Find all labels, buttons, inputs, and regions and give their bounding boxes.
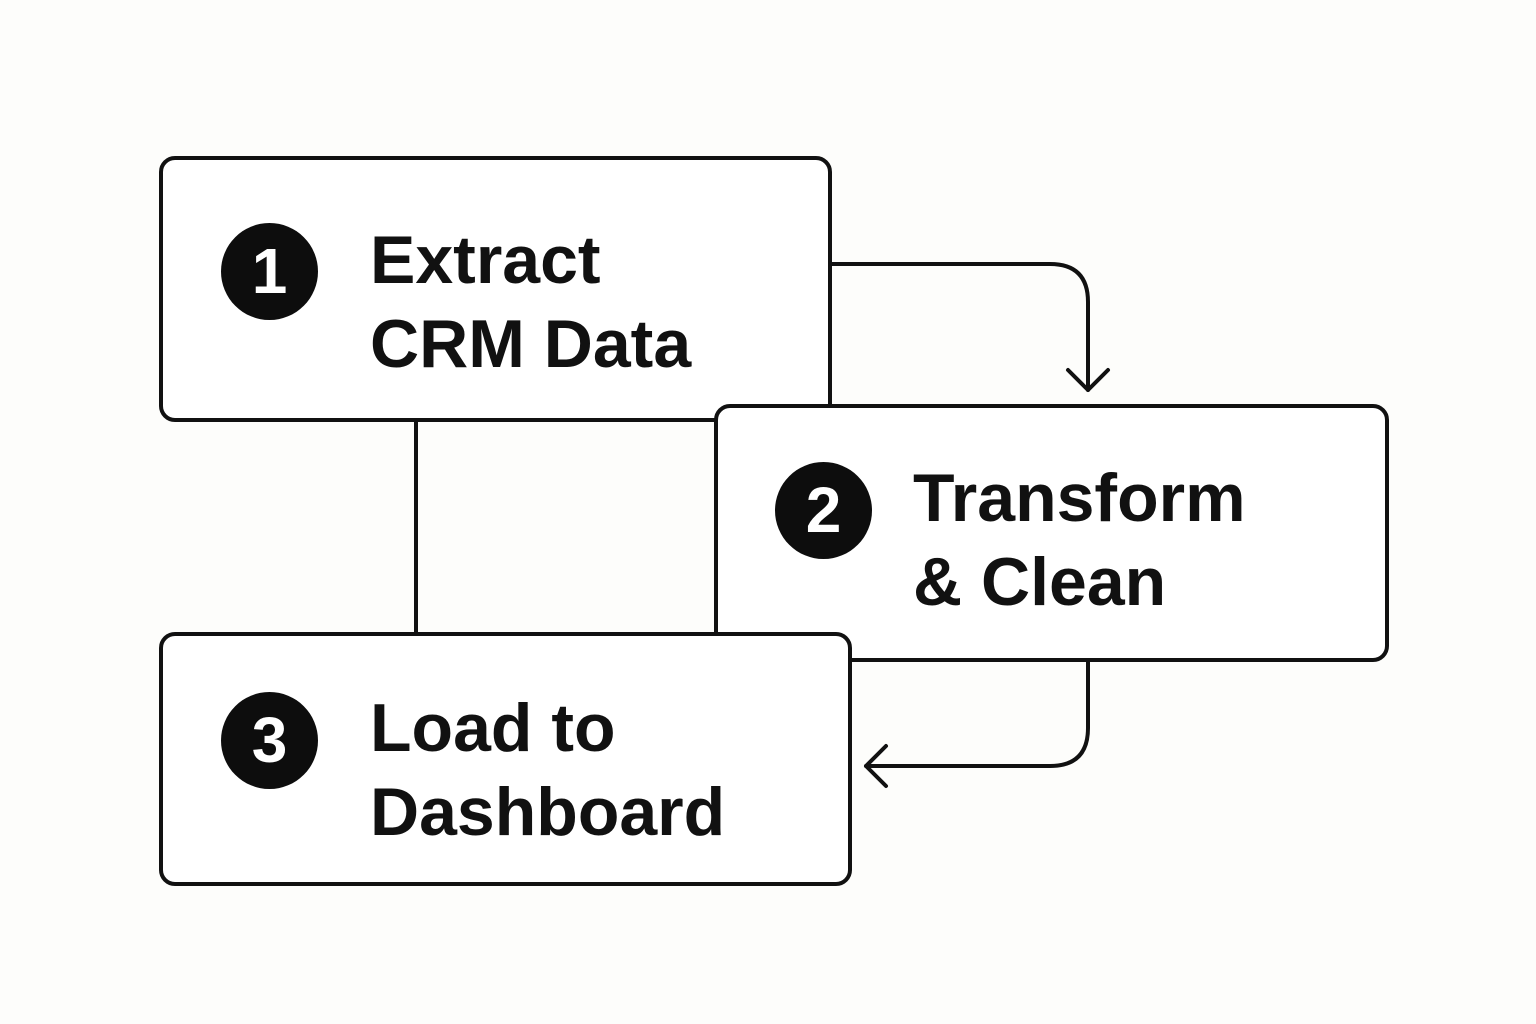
arrowhead-down-icon: [1066, 368, 1110, 392]
step-label-line1: Transform: [913, 460, 1246, 536]
step-label-line2: CRM Data: [370, 306, 692, 382]
step-label: Load to Dashboard: [370, 686, 725, 854]
step-number-badge: 2: [775, 462, 872, 559]
step-label-line1: Extract: [370, 222, 601, 298]
arrow-step1-to-step2: [830, 262, 1090, 392]
step-label-line2: & Clean: [913, 544, 1167, 620]
step-label-line2: Dashboard: [370, 774, 726, 850]
step-number-badge: 1: [221, 223, 318, 320]
step-load-box: 3 Load to Dashboard: [159, 632, 852, 886]
step-transform-box: 2 Transform & Clean: [714, 404, 1389, 662]
arrowhead-left-icon: [864, 744, 888, 788]
arrow-step2-to-step3: [864, 660, 1090, 768]
step-label-line1: Load to: [370, 690, 616, 766]
step-label: Transform & Clean: [913, 456, 1246, 624]
step-number-badge: 3: [221, 692, 318, 789]
step-label: Extract CRM Data: [370, 218, 691, 386]
step-extract-box: 1 Extract CRM Data: [159, 156, 832, 422]
